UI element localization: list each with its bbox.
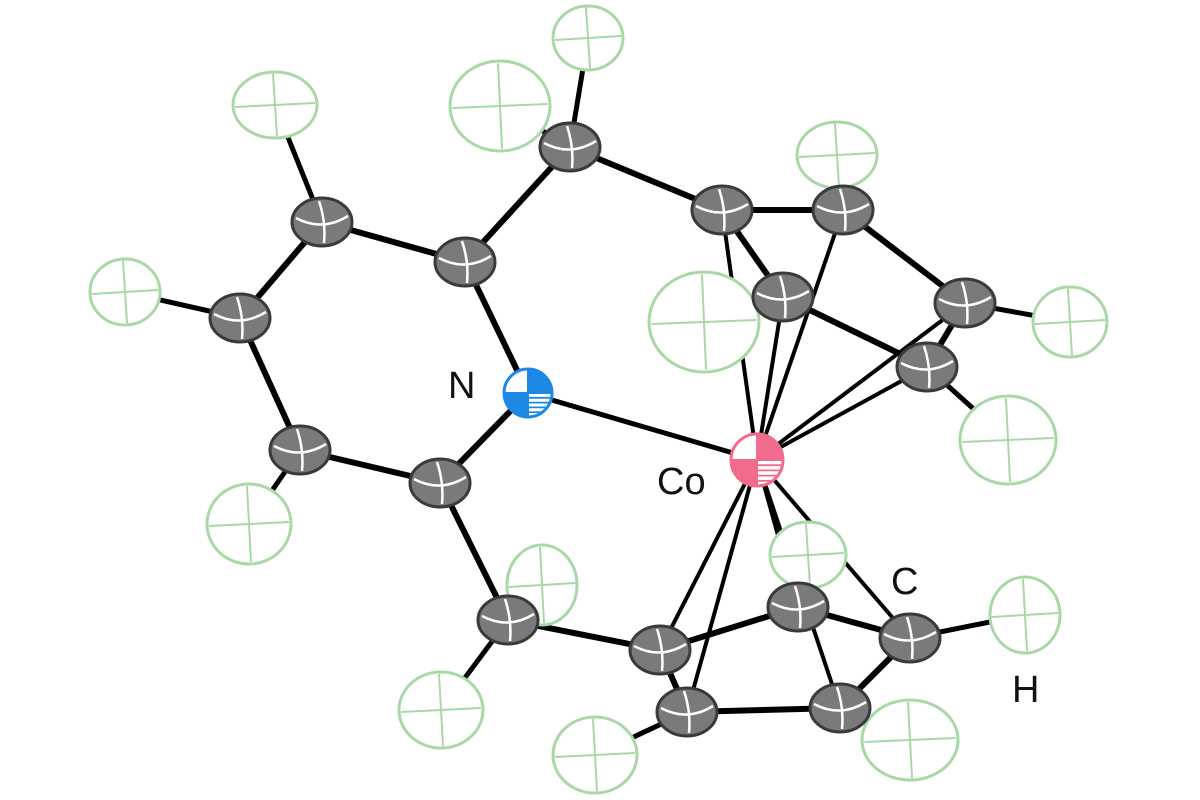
atom-co [729, 432, 785, 488]
bond-n-co [525, 390, 760, 463]
atom-h4 [448, 59, 552, 153]
atom-c6 [538, 121, 602, 173]
atom-h15 [551, 715, 639, 795]
atom-c13 [628, 624, 692, 676]
bond-co-c12 [755, 295, 785, 462]
atom-c5 [408, 457, 472, 509]
bond-co-c17 [685, 458, 759, 714]
bond-co-c11 [755, 365, 929, 462]
atom-h7 [397, 670, 485, 750]
atom-c9 [811, 184, 875, 236]
atom-h5 [551, 4, 625, 72]
atom-h14 [860, 698, 960, 782]
atom-label-h: H [1012, 669, 1040, 711]
atom-label-c: C [891, 561, 919, 603]
atoms-layer [88, 4, 1109, 795]
atom-h8 [647, 270, 761, 374]
atom-c1 [433, 236, 497, 288]
atom-h10 [1031, 285, 1109, 359]
atom-h11 [958, 394, 1058, 486]
atom-c2 [290, 196, 354, 248]
atom-c16 [808, 682, 872, 734]
atom-label-n: N [448, 365, 476, 407]
atom-c8 [690, 184, 754, 236]
atom-c3 [208, 292, 272, 344]
atom-c12 [751, 271, 815, 323]
atom-h9 [795, 120, 879, 190]
bond-co-c10 [755, 301, 967, 462]
bond-co-c13 [658, 458, 759, 652]
atom-label-co: Co [657, 461, 706, 503]
atom-c15 [878, 612, 942, 664]
atom-h1 [231, 70, 319, 140]
atom-c14 [766, 581, 830, 633]
atom-h13 [988, 575, 1062, 655]
atom-c7 [476, 594, 540, 646]
atom-c17 [655, 686, 719, 738]
atom-c4 [268, 424, 332, 476]
bond-co-c9 [755, 208, 845, 462]
atom-c10 [933, 277, 997, 329]
atom-n [502, 367, 554, 419]
atom-c11 [895, 341, 959, 393]
atom-h12 [768, 520, 848, 590]
atom-h3 [205, 482, 293, 566]
atom-h2 [88, 257, 162, 327]
